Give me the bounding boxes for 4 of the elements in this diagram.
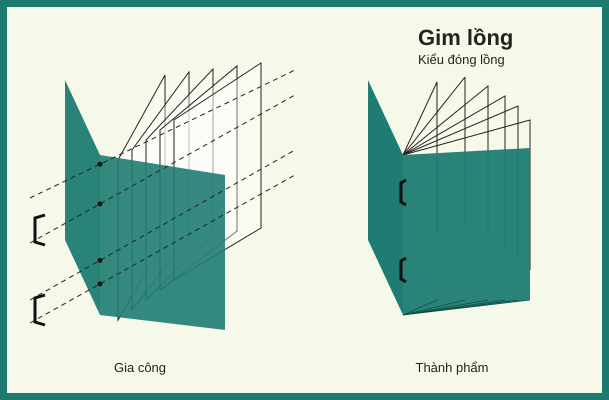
caption-label: Thành phẩm xyxy=(416,360,488,375)
subtitle: Kiểu đóng lồng xyxy=(418,52,505,67)
title: Gim lồng xyxy=(418,25,514,51)
caption-label: Gia công xyxy=(114,360,166,375)
